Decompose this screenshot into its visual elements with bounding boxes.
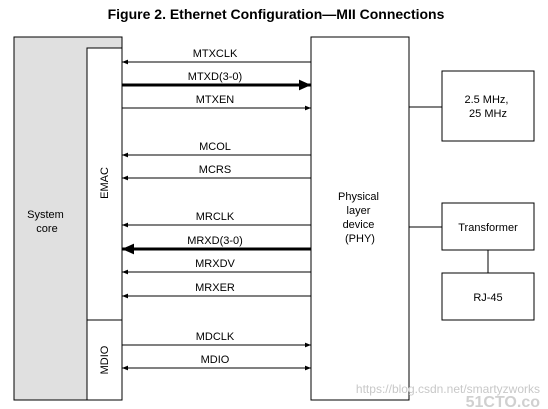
signal-label-mrxd-3-0: MRXD(3-0) — [187, 235, 243, 247]
phy-label: Physical layer device (PHY) — [338, 191, 382, 245]
signal-label-mtxen: MTXEN — [196, 94, 235, 106]
signal-label-mrclk: MRCLK — [196, 211, 235, 223]
watermark-logo: 51CTO.co — [466, 394, 541, 409]
watermark-url: https://blog.csdn.net/smartyzworks — [356, 382, 540, 396]
signal-label-mcrs: MCRS — [199, 164, 231, 176]
clock-block — [441, 70, 535, 142]
rj45-label: RJ-45 — [473, 292, 502, 304]
clock-label: 2.5 MHz, 25 MHz — [464, 94, 511, 120]
signal-label-mtxd-3-0: MTXD(3-0) — [188, 71, 242, 83]
mdio-block — [86, 319, 123, 401]
signal-label-mcol: MCOL — [199, 141, 231, 153]
signal-lines: MTXCLK MTXD(3-0) MTXEN MCOL MCRS MRCLK MRXD(3-… — [122, 48, 311, 371]
signal-label-mdio: MDIO — [201, 354, 230, 366]
signal-label-mtxclk: MTXCLK — [193, 48, 238, 60]
emac-block — [86, 47, 123, 321]
signal-label-mdclk: MDCLK — [196, 331, 235, 343]
figure-title: Figure 2. Ethernet Configuration—MII Con… — [108, 6, 445, 22]
emac-label: EMAC — [99, 167, 111, 199]
mdio-label: MDIO — [99, 345, 111, 374]
signal-label-mrxdv: MRXDV — [195, 258, 235, 270]
transformer-label: Transformer — [458, 222, 518, 234]
system-core-label: System core — [27, 209, 67, 235]
phy-block — [310, 36, 410, 401]
signal-label-mrxer: MRXER — [195, 282, 235, 294]
